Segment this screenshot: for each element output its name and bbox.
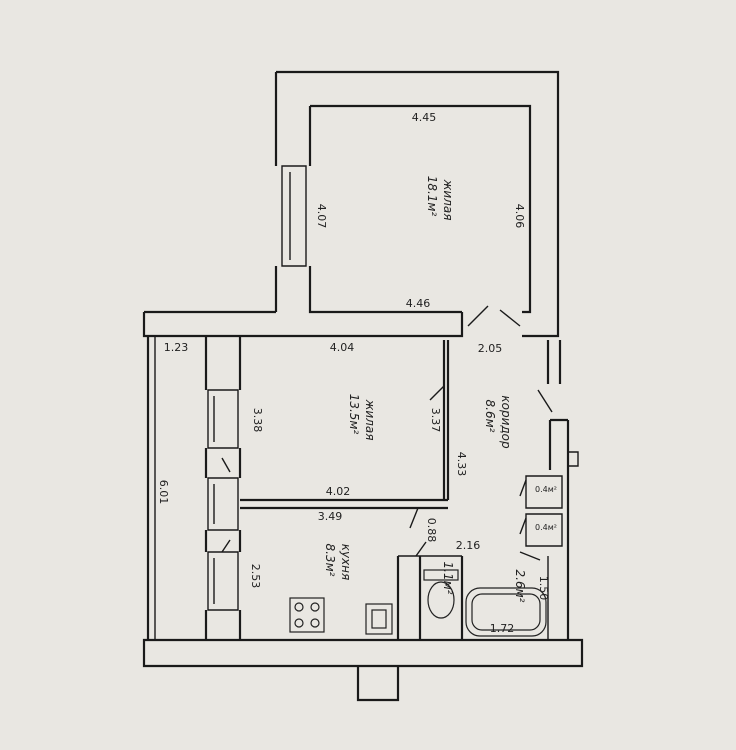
bath-dim-side: 1.50	[537, 576, 550, 601]
bath-dim-bottom: 1.72	[490, 622, 515, 635]
middle-room-dim-top: 4.04	[330, 341, 355, 354]
kitchen-dim-top: 3.49	[318, 510, 343, 523]
wc-area: 1.1м²	[441, 562, 455, 595]
top-room-dim-top: 4.45	[412, 111, 437, 124]
middle-room-area: 13.5м²	[347, 394, 361, 435]
labels: 4.45 4.07 4.06 4.46 жилая 18.1м² 4.04 3.…	[157, 111, 557, 635]
walls	[142, 70, 584, 702]
corridor-dim-side: 4.33	[455, 452, 468, 477]
corridor-area: 8.6м²	[483, 400, 497, 433]
doors	[221, 305, 553, 561]
balcony-dim-top: 1.23	[164, 341, 189, 354]
kitchen-label: кухня	[339, 544, 353, 581]
top-room-area: 18.1м²	[425, 176, 439, 217]
corridor-dim-top: 2.05	[478, 342, 503, 355]
fixtures	[289, 569, 547, 637]
toilet-icon	[423, 569, 459, 581]
kitchen-dim-left: 2.53	[249, 564, 262, 589]
middle-room-label: жилая	[363, 399, 377, 441]
corridor-label: коридор	[499, 395, 513, 449]
kitchen-area: 8.3м²	[323, 544, 337, 577]
closet-2-area: 0.4м²	[535, 523, 557, 532]
middle-room-dim-bottom: 4.02	[326, 485, 351, 498]
top-room-label: жилая	[441, 179, 455, 221]
bathtub-icon	[465, 587, 547, 637]
bath-area: 2.6м²	[513, 570, 527, 603]
closet-1-area: 0.4м²	[535, 485, 557, 494]
stove-icon	[289, 597, 325, 633]
sink-icon	[365, 603, 393, 635]
top-room-dim-right: 4.06	[513, 204, 526, 229]
middle-room-dim-right: 3.37	[429, 408, 442, 433]
bath-dim-top: 2.16	[456, 539, 481, 552]
top-room-dim-left: 4.07	[315, 204, 328, 229]
middle-room-dim-left: 3.38	[251, 408, 264, 433]
top-room-dim-bottom: 4.46	[406, 297, 431, 310]
balcony-dim-side: 6.01	[157, 480, 170, 505]
kitchen-dim-right: 0.88	[425, 518, 438, 543]
